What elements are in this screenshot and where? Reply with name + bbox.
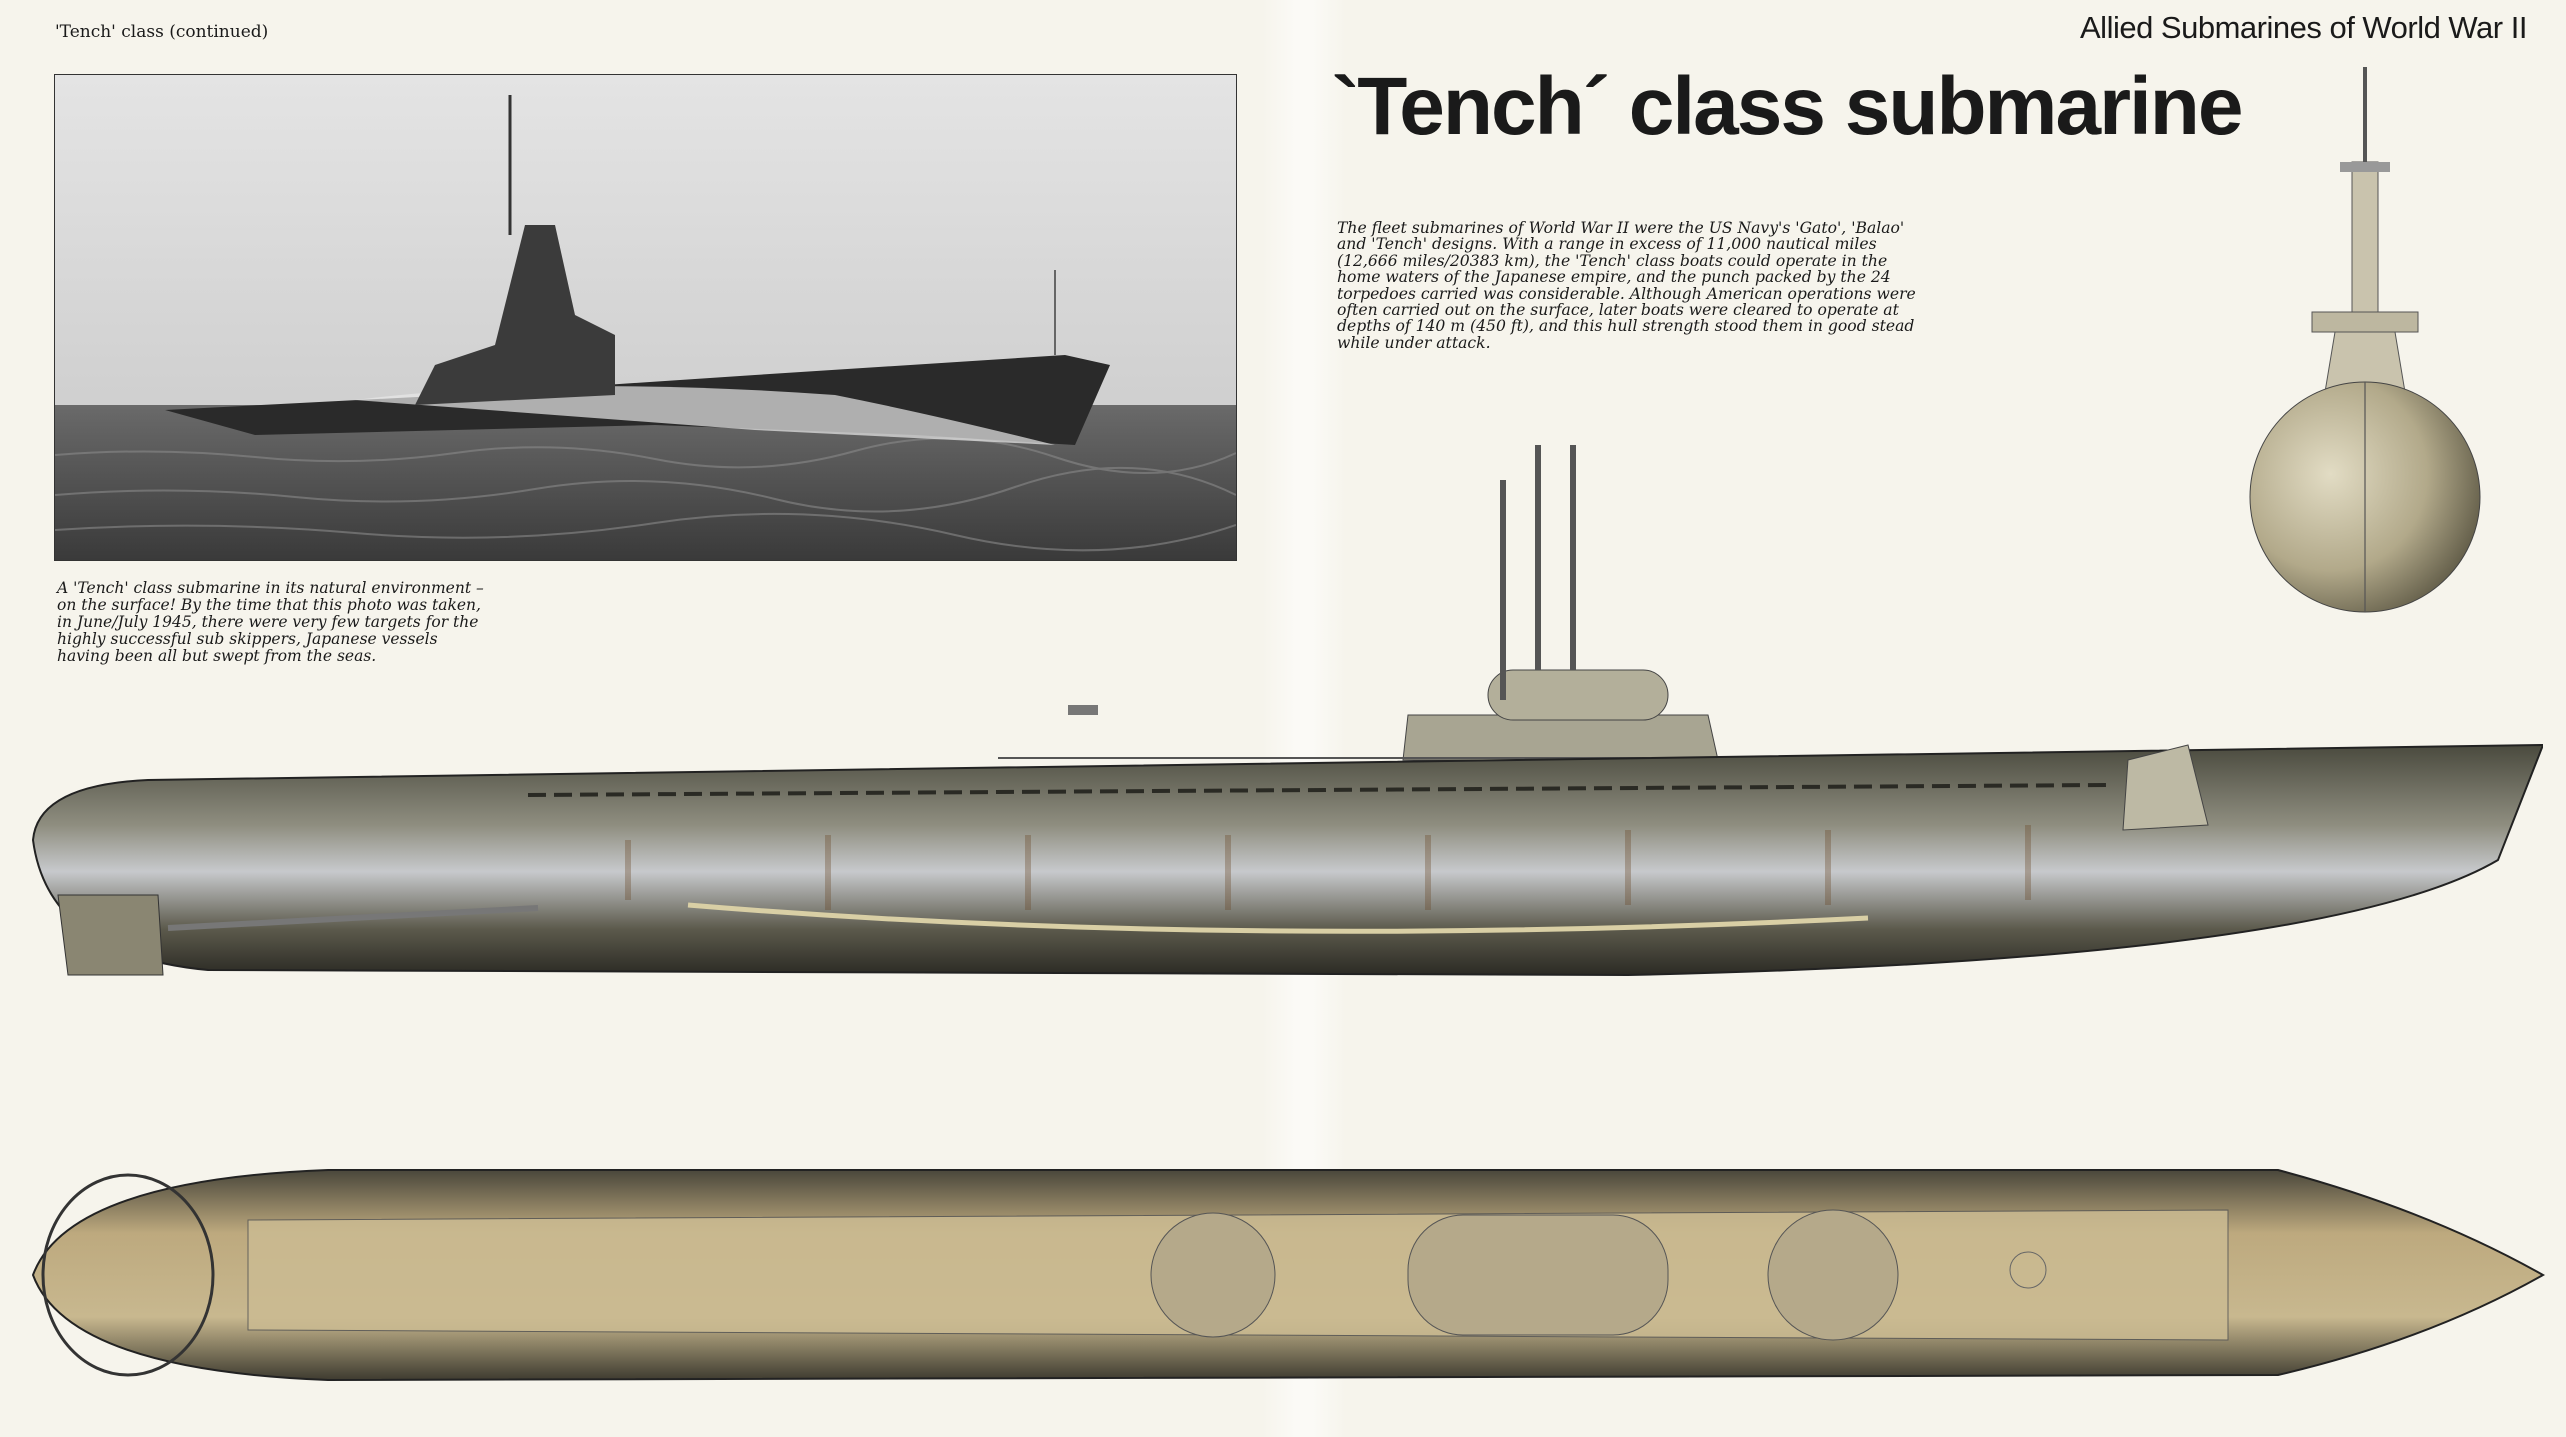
- front-view-illustration: [2240, 62, 2490, 622]
- submarine-photo: [54, 74, 1237, 561]
- side-profile-illustration: [28, 440, 2545, 985]
- plan-view-illustration: [28, 1150, 2548, 1400]
- intro-paragraph: The fleet submarines of World War II wer…: [1337, 219, 1916, 352]
- page-title: `Tench´ class submarine: [1332, 61, 2243, 152]
- running-header-right: Allied Submarines of World War II: [2080, 10, 2527, 45]
- photo-caption: A 'Tench' class submarine in its natural…: [57, 579, 484, 665]
- running-header-left: 'Tench' class (continued): [55, 22, 269, 42]
